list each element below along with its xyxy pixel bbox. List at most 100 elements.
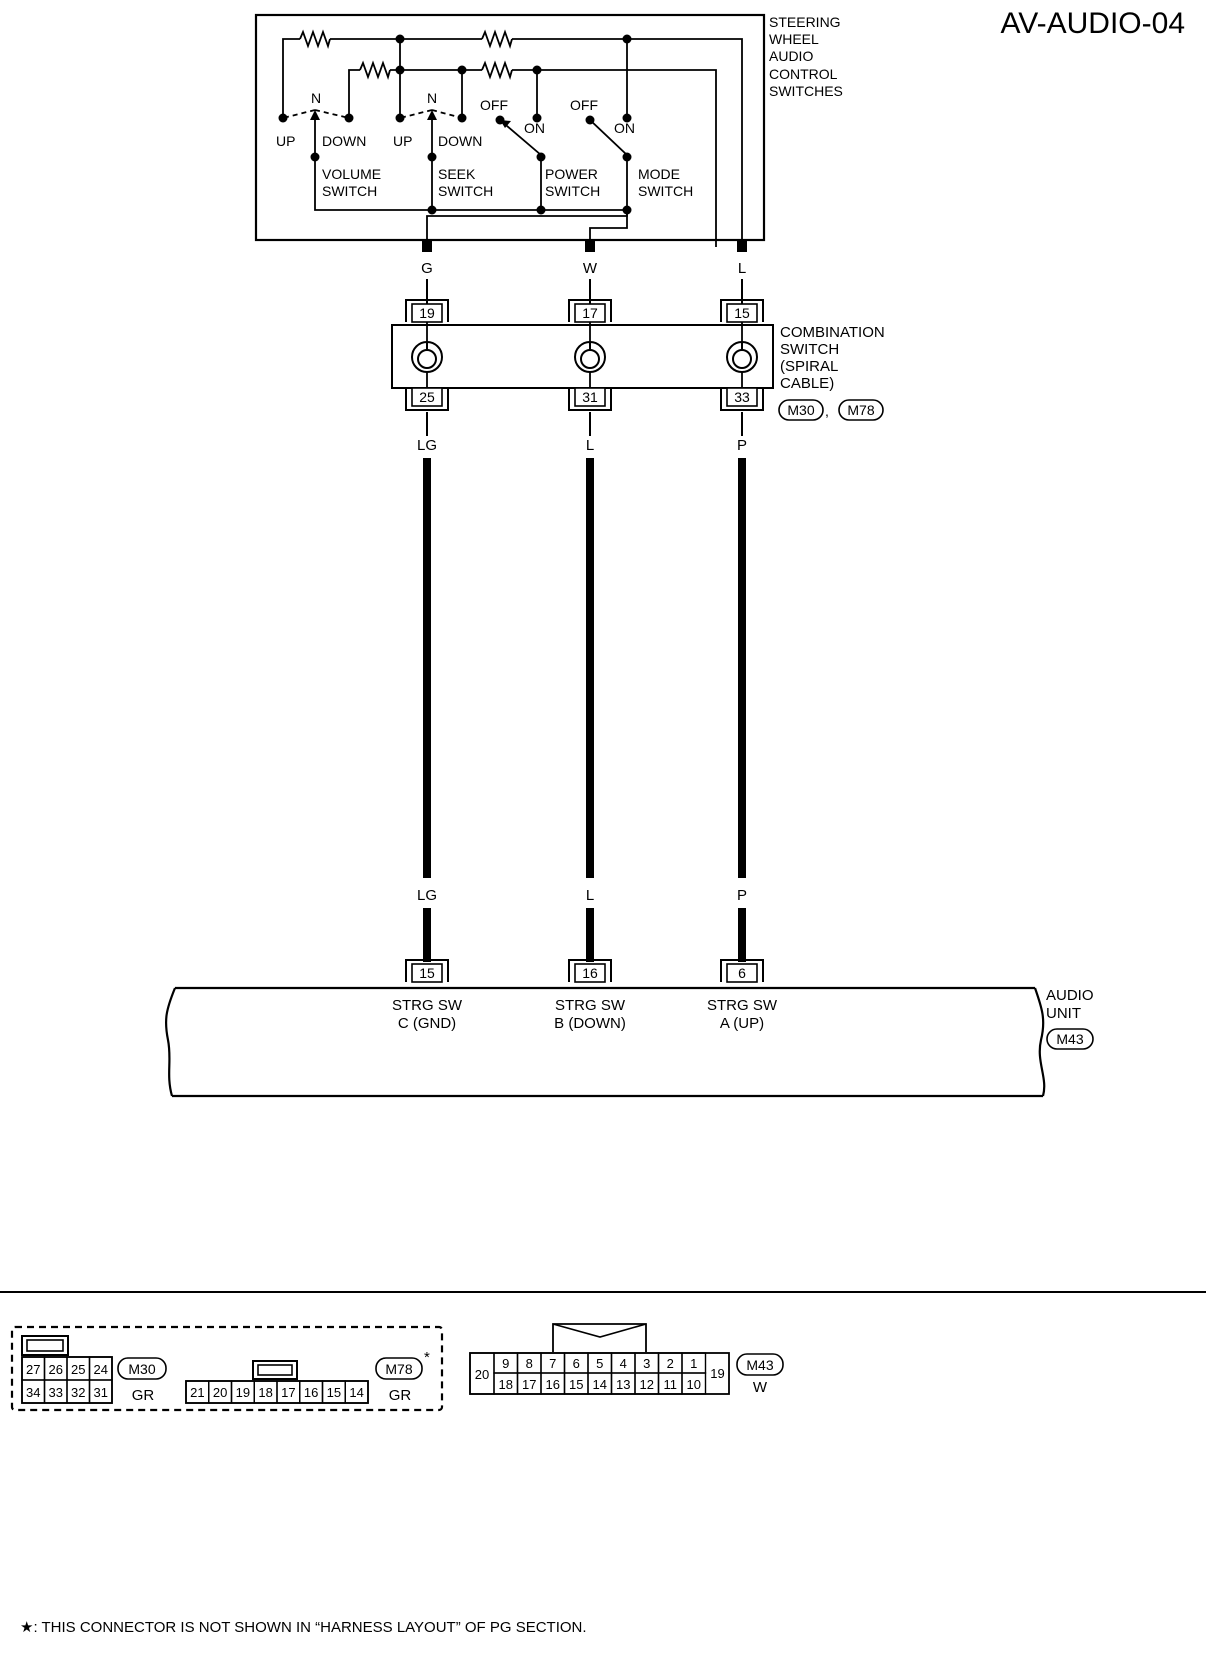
m43-pin: 20 — [475, 1367, 489, 1382]
m43-pin: 8 — [526, 1356, 533, 1371]
power-switch-name: POWER — [545, 166, 598, 182]
unit-pin-label: STRG SW — [392, 997, 463, 1014]
unit-pin-label: STRG SW — [707, 997, 778, 1014]
m78-pin: 21 — [190, 1385, 204, 1400]
power-switch-name-2: SWITCH — [545, 183, 600, 199]
volume-down-label: DOWN — [322, 133, 366, 149]
seek-up-label: UP — [393, 133, 412, 149]
m43-pin: 15 — [569, 1377, 583, 1392]
switch-assembly-title-1: STEERING — [769, 14, 841, 30]
audio-unit-connector: M43 — [1056, 1031, 1083, 1047]
unit-frame — [405, 959, 449, 982]
switch-assembly-title-3: AUDIO — [769, 48, 813, 64]
combo-connector-m30: M30 — [787, 402, 814, 418]
footnote: ★: THIS CONNECTOR IS NOT SHOWN IN “HARNE… — [20, 1619, 587, 1636]
m43-pin: 10 — [687, 1377, 701, 1392]
m78-id: M78 — [385, 1361, 412, 1377]
m78-pin: 19 — [236, 1385, 250, 1400]
switch-assembly-title-4: CONTROL — [769, 66, 838, 82]
audio-unit-labels: AUDIO UNIT M43 — [1046, 987, 1094, 1050]
m43-pin: 14 — [593, 1377, 607, 1392]
m43-pin: 3 — [643, 1356, 650, 1371]
volume-switch-name: VOLUME — [322, 166, 381, 182]
m30-pin: 31 — [94, 1385, 108, 1400]
unit-frame — [568, 959, 612, 982]
combo-out-pin: 25 — [419, 389, 435, 405]
seek-switch-name-2: SWITCH — [438, 183, 493, 199]
m30-color: GR — [132, 1387, 155, 1404]
m43-id: M43 — [746, 1357, 773, 1373]
m78-badge — [375, 1357, 423, 1380]
m43-pin: 18 — [499, 1377, 513, 1392]
mode-on-label: ON — [614, 120, 635, 136]
combo-title-4: CABLE) — [780, 375, 834, 392]
combination-switch-labels: COMBINATION SWITCH (SPIRAL CABLE) — [780, 324, 885, 392]
m43-pin: 7 — [549, 1356, 556, 1371]
seek-switch-name: SEEK — [438, 166, 476, 182]
m43-pin: 11 — [664, 1377, 678, 1392]
m78-color: GR — [389, 1387, 412, 1404]
unit-pin-label-2: B (DOWN) — [554, 1015, 626, 1032]
m30-badge — [117, 1357, 167, 1380]
m78-pin: 17 — [281, 1385, 295, 1400]
m30-pin: 25 — [71, 1362, 85, 1377]
power-on-label: ON — [524, 120, 545, 136]
m43-pin: 12 — [640, 1377, 654, 1392]
unit-frame — [720, 959, 764, 982]
top-wire-color: L — [738, 260, 746, 277]
harness-color-bottom: L — [586, 887, 594, 904]
connector-views-frame — [10, 1325, 444, 1412]
combo-in-pin: 17 — [582, 305, 598, 321]
combo-connector-separator: , — [825, 403, 829, 419]
combo-out-frame — [720, 388, 764, 411]
m43-color: W — [753, 1379, 768, 1396]
switch-junction-dots — [278, 34, 632, 215]
m43-pin: 19 — [710, 1366, 724, 1381]
unit-pin-label-2: C (GND) — [398, 1015, 456, 1032]
audio-unit — [164, 986, 1046, 1098]
combo-title-3: (SPIRAL — [780, 358, 838, 375]
m30-pin: 32 — [71, 1385, 85, 1400]
audio-unit-title-2: UNIT — [1046, 1005, 1081, 1022]
page-title: AV-AUDIO-04 — [1001, 7, 1186, 40]
combo-in-pin: 15 — [734, 305, 750, 321]
volume-neutral-label: N — [311, 90, 321, 106]
unit-pin-box — [411, 963, 443, 983]
m78-pin: 15 — [327, 1385, 341, 1400]
assembly-terminals — [422, 240, 747, 252]
combo-in-frame — [720, 299, 764, 322]
volume-switch-name-2: SWITCH — [322, 183, 377, 199]
power-off-label: OFF — [480, 97, 508, 113]
m43-pin: 16 — [546, 1377, 560, 1392]
combo-out-pin-box — [726, 387, 758, 407]
unit-pin: 15 — [419, 965, 435, 981]
unit-pin-label: STRG SW — [555, 997, 626, 1014]
m30-pin: 26 — [49, 1362, 63, 1377]
m30-pin: 27 — [26, 1362, 40, 1377]
combo-out-pin: 31 — [582, 389, 598, 405]
m43-pin: 6 — [573, 1356, 580, 1371]
resistor-1 — [299, 29, 331, 49]
m43-pin: 13 — [616, 1377, 630, 1392]
combo-in-frame — [568, 299, 612, 322]
mode-switch-name: MODE — [638, 166, 680, 182]
top-wire-color: W — [583, 260, 598, 277]
combo-out-frame — [568, 388, 612, 411]
mode-switch-name-2: SWITCH — [638, 183, 693, 199]
m30-pin-cell — [88, 1379, 113, 1404]
combo-connector-m78: M78 — [847, 402, 874, 418]
volume-up-label: UP — [276, 133, 295, 149]
m43-badge — [736, 1353, 784, 1376]
harness-color-top: P — [737, 437, 747, 454]
combo-connector-badges: M30 , M78 — [778, 399, 884, 421]
m30-id: M30 — [128, 1361, 155, 1377]
switch-labels: UP N DOWN UP N DOWN OFF ON OFF ON VOLUME… — [276, 14, 843, 199]
combo-out-pin-box — [411, 387, 443, 407]
